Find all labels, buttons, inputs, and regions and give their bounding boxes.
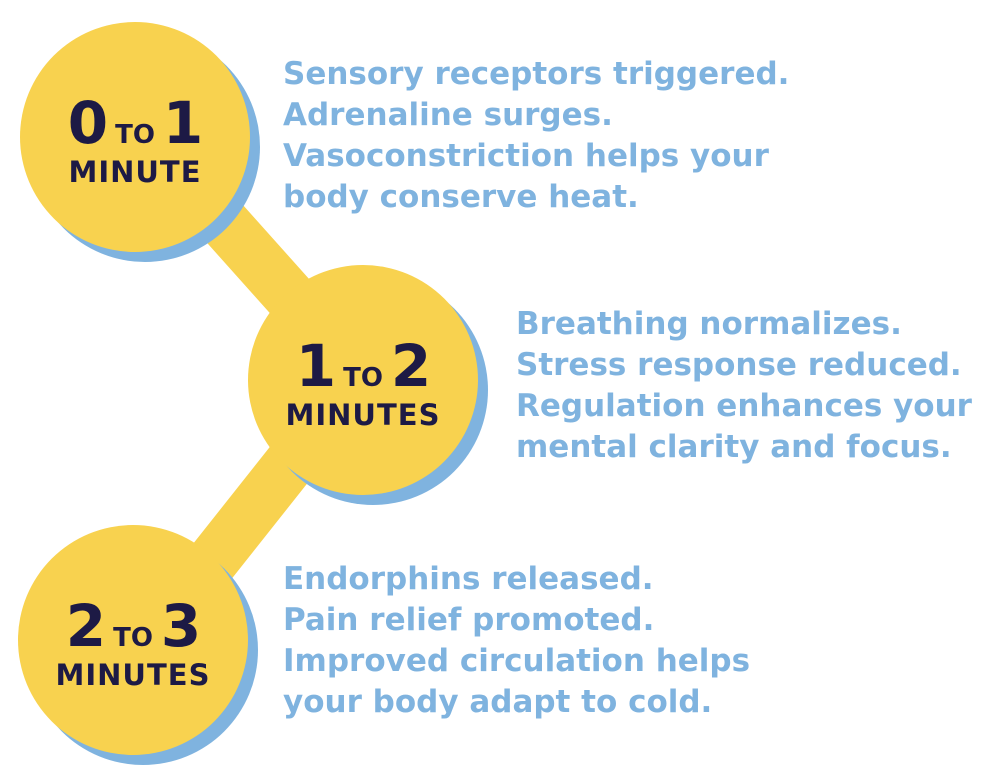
stage-0-to-1-minute: 0 TO 1 MINUTE [20, 22, 260, 262]
time-unit: MINUTES [285, 397, 441, 432]
time-unit: MINUTES [55, 657, 211, 692]
description-line: Pain relief promoted. [283, 602, 655, 638]
stage-description-1: Breathing normalizes. Stress response re… [516, 304, 972, 468]
description-line: Endorphins released. [283, 561, 654, 597]
range-to-word: TO [343, 362, 383, 393]
range-to-word: TO [113, 622, 153, 653]
time-circle: 1 TO 2 MINUTES [248, 265, 478, 495]
range-end: 2 [390, 331, 431, 400]
description-line: Breathing normalizes. [516, 306, 902, 342]
time-unit: MINUTE [68, 154, 202, 189]
description-line: body conserve heat. [283, 179, 639, 215]
range-start: 2 [65, 591, 106, 660]
range-end: 3 [160, 591, 201, 660]
description-line: Improved circulation helps [283, 643, 751, 679]
time-circle: 0 TO 1 MINUTE [20, 22, 250, 252]
range-start: 1 [295, 331, 336, 400]
range-to-word: TO [115, 119, 155, 150]
description-line: Vasoconstriction helps your [283, 138, 769, 174]
stage-1-to-2-minutes: 1 TO 2 MINUTES [248, 265, 488, 505]
stage-2-to-3-minutes: 2 TO 3 MINUTES [18, 525, 258, 765]
range-end: 1 [162, 88, 203, 157]
description-line: Stress response reduced. [516, 347, 962, 383]
description-line: Regulation enhances your [516, 388, 972, 424]
stage-description-2: Endorphins released. Pain relief promote… [283, 559, 750, 723]
description-line: Adrenaline surges. [283, 97, 613, 133]
stage-description-0: Sensory receptors triggered. Adrenaline … [283, 54, 789, 218]
time-range: 0 TO 1 [67, 88, 204, 157]
time-circle: 2 TO 3 MINUTES [18, 525, 248, 755]
time-range: 1 TO 2 [295, 331, 432, 400]
description-line: mental clarity and focus. [516, 429, 952, 465]
description-line: Sensory receptors triggered. [283, 56, 790, 92]
description-line: your body adapt to cold. [283, 684, 713, 720]
time-range: 2 TO 3 [65, 591, 202, 660]
range-start: 0 [67, 88, 108, 157]
